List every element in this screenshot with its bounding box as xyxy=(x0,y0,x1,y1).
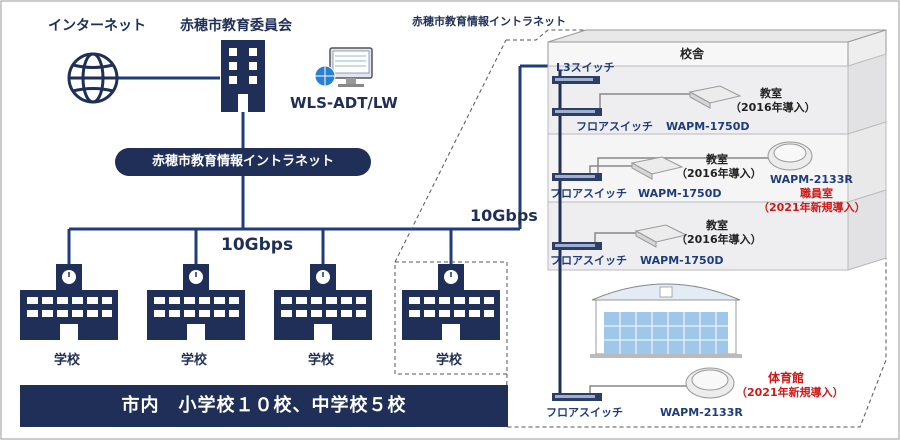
board-of-education-label: 赤穂市教育委員会 xyxy=(180,18,292,34)
globe-icon xyxy=(67,52,119,104)
ap-label-floor2: WAPM-1750D xyxy=(638,187,722,200)
ap-icon-floor2 xyxy=(630,156,684,180)
school-icons xyxy=(20,264,500,340)
school-label-3: 学校 xyxy=(308,353,335,368)
gym-sub: （2021年新規導入） xyxy=(736,386,844,399)
room-sub-floor2: （2016年導入） xyxy=(676,167,762,180)
staff-room-sub: （2021年新規導入） xyxy=(758,201,866,214)
floor-switch-label-gym: フロアスイッチ xyxy=(546,406,623,419)
wls-label: WLS-ADT/LW xyxy=(290,94,398,112)
room-sub-floor1: （2016年導入） xyxy=(730,101,816,114)
building-label: 校舎 xyxy=(680,47,705,61)
intranet-pill: 赤穂市教育情報イントラネット xyxy=(115,148,371,176)
office-building-icon xyxy=(221,40,265,112)
school-label-4: 学校 xyxy=(436,353,463,368)
floor-switch-icon-2 xyxy=(552,173,602,181)
internet-label: インターネット xyxy=(48,18,146,34)
access-point-icons xyxy=(630,85,813,399)
floor-switch-label-1: フロアスイッチ xyxy=(576,120,653,133)
floor-switch-icon-gym xyxy=(552,393,602,401)
speed-label-right: 10Gbps xyxy=(470,206,538,225)
gym-label: 体育館 xyxy=(768,371,805,385)
floor-switch-icon-3 xyxy=(552,242,602,250)
switch-icons xyxy=(552,76,602,401)
floor-switch-label-2: フロアスイッチ xyxy=(550,187,627,200)
room-label-floor2: 教室 xyxy=(706,153,728,166)
ap2-label-floor2: WAPM-2133R xyxy=(770,173,853,186)
floor-links xyxy=(589,93,770,393)
ap-icon-gym xyxy=(685,367,735,399)
gymnasium-icon xyxy=(590,283,742,358)
floor-switch-icon-1 xyxy=(552,108,602,116)
server-monitor-icon xyxy=(314,47,373,87)
ap-icon-floor1 xyxy=(688,85,742,109)
school-count-banner: 市内 小学校１０校、中学校５校 xyxy=(20,385,508,427)
l3-switch-icon xyxy=(552,76,600,84)
speed-label-left: 10Gbps xyxy=(221,235,294,255)
room-label-floor3: 教室 xyxy=(706,219,728,232)
ap-label-floor3: WAPM-1750D xyxy=(640,254,724,267)
network-lines xyxy=(67,64,562,393)
staff-room-label: 職員室 xyxy=(800,187,833,200)
ap-label-floor1: WAPM-1750D xyxy=(666,120,750,133)
school-label-1: 学校 xyxy=(54,353,81,368)
l3-switch-label: L3スイッチ xyxy=(556,61,615,74)
school-label-2: 学校 xyxy=(181,353,208,368)
floor-switch-label-3: フロアスイッチ xyxy=(550,254,627,267)
ap-icon-floor2-round xyxy=(767,141,813,171)
ap-icon-floor3 xyxy=(634,224,688,248)
detail-title: 赤穂市教育情報イントラネット xyxy=(412,15,566,28)
ap-label-gym: WAPM-2133R xyxy=(660,406,743,419)
room-label-floor1: 教室 xyxy=(760,87,782,100)
room-sub-floor3: （2016年導入） xyxy=(676,233,762,246)
